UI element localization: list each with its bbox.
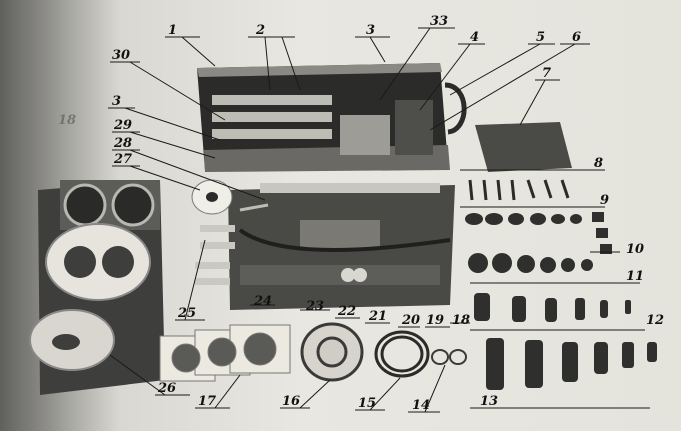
callout-11: 11 — [626, 269, 645, 284]
callout-19: 19 — [426, 313, 445, 328]
callout-23: 23 — [306, 299, 325, 314]
callout-16: 16 — [282, 394, 301, 409]
callout-3: 3 — [366, 23, 376, 38]
callout-1: 1 — [168, 23, 178, 38]
nuts-row-10 — [592, 212, 612, 254]
bolts-row-13 — [486, 338, 657, 390]
small-rings-14 — [431, 349, 467, 365]
callout-30: 30 — [112, 48, 131, 63]
gasket-17 — [159, 324, 291, 382]
callout-33: 33 — [430, 14, 449, 29]
callout-18: 18 — [452, 313, 471, 328]
callout-10: 10 — [626, 242, 645, 257]
washers-row-12 — [474, 293, 631, 322]
callout-22: 22 — [338, 304, 357, 319]
studs-row-8 — [468, 179, 570, 201]
head-gaskets-large — [29, 223, 151, 371]
callout-7: 7 — [542, 66, 552, 81]
callout-18-faded: 18 — [58, 113, 77, 128]
callout-27: 27 — [114, 152, 133, 167]
callout-4: 4 — [470, 30, 480, 45]
callout-26: 26 — [158, 381, 177, 396]
callout-2: 2 — [256, 23, 266, 38]
callout-20: 20 — [402, 313, 421, 328]
callout-14: 14 — [412, 398, 431, 413]
callout-15: 15 — [358, 396, 377, 411]
wooden-case — [197, 63, 467, 172]
callout-6: 6 — [572, 30, 582, 45]
callout-21: 21 — [369, 309, 388, 324]
callout-24: 24 — [254, 294, 273, 309]
callout-8: 8 — [594, 156, 604, 171]
tool-pouch — [475, 122, 572, 172]
callout-5: 5 — [536, 30, 546, 45]
gasket-16 — [300, 322, 364, 382]
callout-13: 13 — [480, 394, 499, 409]
callout-9: 9 — [600, 193, 610, 208]
castle-nuts-row-11 — [468, 253, 593, 273]
callout-25: 25 — [178, 306, 197, 321]
callout-28: 28 — [114, 136, 133, 151]
callout-17: 17 — [198, 394, 217, 409]
leader-lines — [108, 27, 650, 413]
o-rings-15 — [374, 330, 430, 378]
callout-12: 12 — [646, 313, 665, 328]
injectors — [195, 225, 235, 285]
fuel-equipment-tray — [228, 183, 455, 310]
callout-29: 29 — [114, 118, 133, 133]
washers-row-9 — [465, 213, 582, 225]
callout-3b: 3 — [112, 94, 122, 109]
